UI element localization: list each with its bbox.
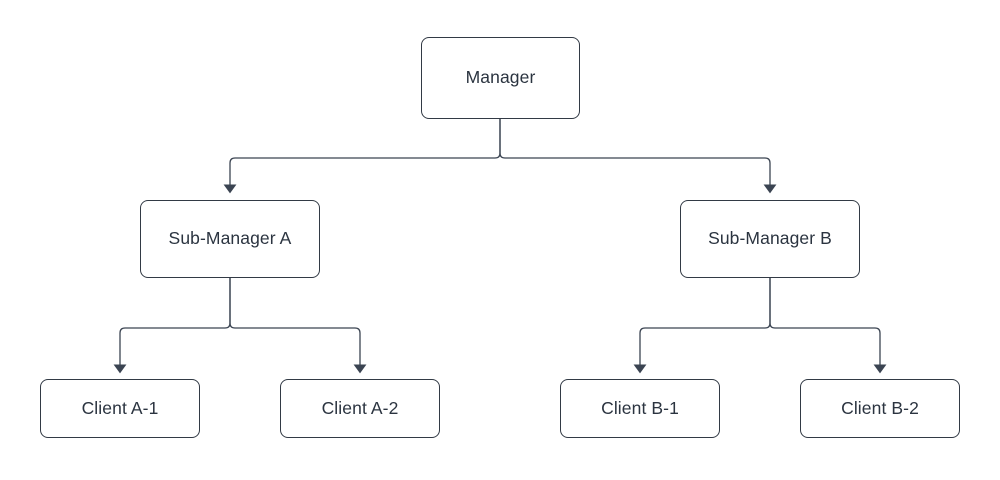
node-client-b-1[interactable]: Client B-1 bbox=[560, 379, 720, 438]
node-manager-label: Manager bbox=[465, 67, 536, 88]
node-client-a-2[interactable]: Client A-2 bbox=[280, 379, 440, 438]
node-sub-manager-a-label: Sub-Manager A bbox=[168, 228, 292, 249]
edge-sub-manager-a-to-client-a-1 bbox=[113, 278, 231, 374]
edge-sub-manager-b-to-client-b-2 bbox=[769, 278, 887, 374]
node-sub-manager-b-label: Sub-Manager B bbox=[708, 228, 832, 249]
node-client-a-1-label: Client A-1 bbox=[81, 397, 159, 418]
node-sub-manager-b[interactable]: Sub-Manager B bbox=[680, 200, 860, 278]
node-client-a-1[interactable]: Client A-1 bbox=[40, 379, 200, 438]
edge-sub-manager-b-to-client-b-1 bbox=[633, 278, 771, 374]
edge-manager-to-sub-manager-b bbox=[499, 119, 777, 194]
node-client-b-2-label: Client B-2 bbox=[841, 397, 919, 418]
edge-manager-to-sub-manager-a bbox=[223, 119, 501, 194]
node-manager[interactable]: Manager bbox=[421, 37, 580, 119]
node-client-b-2[interactable]: Client B-2 bbox=[800, 379, 960, 438]
node-sub-manager-a[interactable]: Sub-Manager A bbox=[140, 200, 320, 278]
edge-sub-manager-a-to-client-a-2 bbox=[229, 278, 367, 374]
node-client-b-1-label: Client B-1 bbox=[601, 397, 679, 418]
node-client-a-2-label: Client A-2 bbox=[321, 397, 399, 418]
